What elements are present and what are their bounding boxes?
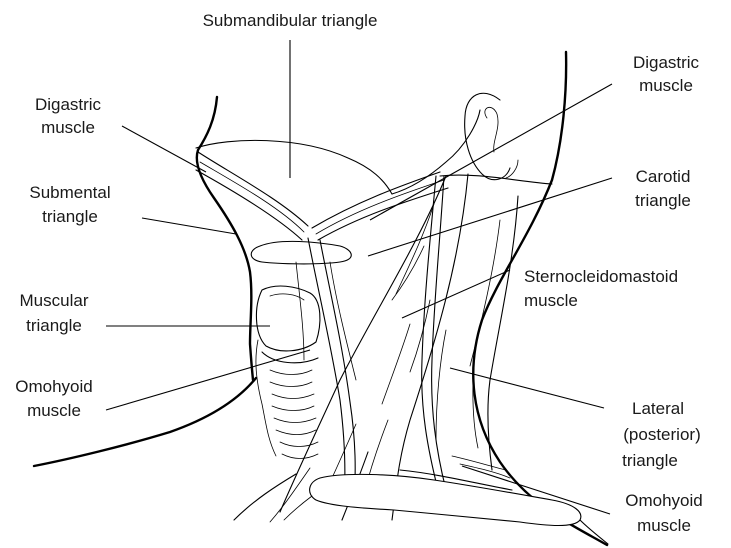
leader-submental <box>142 218 236 234</box>
trachea-ring-6 <box>276 430 316 435</box>
trachea-ring-7 <box>280 442 318 447</box>
label-scm-line1: Sternocleidomastoid <box>524 267 678 286</box>
trapezius-border <box>488 196 518 470</box>
hyoid-bone <box>251 241 351 264</box>
posterior-fiber-3 <box>436 330 446 440</box>
ear-lobe <box>506 160 518 178</box>
label-submental-line2: triangle <box>42 207 98 226</box>
label-lateral-line1: Lateral <box>632 399 684 418</box>
label-digastric-left-line1: Digastric <box>35 95 102 114</box>
ear-helix <box>485 107 498 152</box>
trachea-ring-5 <box>274 418 316 423</box>
omohyoid-superior-belly-inner <box>320 240 355 502</box>
sternohyoid-right <box>330 262 356 380</box>
trachea-ring-8 <box>282 454 318 459</box>
submandibular-region <box>196 140 392 194</box>
clavicle <box>310 474 581 525</box>
thyroid-cartilage <box>256 286 320 351</box>
label-digastric-right-line2: muscle <box>639 76 693 95</box>
leader-omohyoid-left <box>106 350 310 410</box>
trachea-ring-4 <box>272 406 314 411</box>
leader-digastric-left <box>122 126 206 172</box>
scm-fiber-4 <box>410 300 430 372</box>
trachea-edge <box>256 340 276 456</box>
scm-posterior-border <box>392 174 468 520</box>
trachea-ring-3 <box>272 394 314 399</box>
scm-fiber-3 <box>382 324 410 404</box>
leader-digastric-right <box>370 84 612 220</box>
chin-outline <box>197 97 253 380</box>
anterior-digastric-belly-inner <box>200 162 304 232</box>
accessory-nerve-inner <box>432 176 446 490</box>
label-lateral-line2: (posterior) <box>623 425 700 444</box>
trachea-ring-1 <box>270 370 312 375</box>
label-omohyoid-right-line1: Omohyoid <box>625 491 702 510</box>
labels: Submandibular triangle Digastric muscle … <box>15 11 702 535</box>
label-omohyoid-right-line2: muscle <box>637 516 691 535</box>
neck-drawing <box>34 52 608 545</box>
trachea-ring-2 <box>270 382 312 387</box>
label-digastric-right-line1: Digastric <box>633 53 700 72</box>
posterior-digastric-belly-inner <box>316 180 444 234</box>
label-submandibular-triangle: Submandibular triangle <box>203 11 378 30</box>
label-submental-line1: Submental <box>29 183 110 202</box>
label-muscular-line1: Muscular <box>20 291 89 310</box>
label-carotid-line2: triangle <box>635 191 691 210</box>
label-omohyoid-left-line2: muscle <box>27 401 81 420</box>
label-scm-line2: muscle <box>524 291 578 310</box>
chest-line-2 <box>284 496 312 520</box>
label-lateral-line3: triangle <box>622 451 678 470</box>
anterior-digastric-belly <box>198 152 308 226</box>
label-omohyoid-left-line1: Omohyoid <box>15 377 92 396</box>
label-digastric-left-line2: muscle <box>41 118 95 137</box>
label-muscular-line2: triangle <box>26 316 82 335</box>
ear <box>465 93 510 179</box>
label-carotid-line1: Carotid <box>636 167 691 186</box>
scm-fiber-1 <box>396 204 434 294</box>
